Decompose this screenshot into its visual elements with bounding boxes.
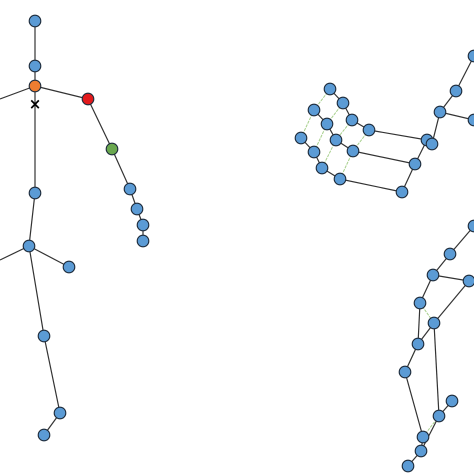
- hand-joint-d1: [408, 157, 422, 171]
- bone: [433, 280, 470, 324]
- joint-neck: [28, 59, 42, 73]
- joint-w3: [136, 218, 150, 232]
- leg-joint-f8: [401, 459, 415, 473]
- hand-joint-e4: [467, 113, 474, 127]
- hand-joint-a1: [323, 82, 337, 96]
- joint-lankle: [53, 406, 67, 420]
- hand-joint-a4: [362, 123, 376, 137]
- hand-joint-c1: [294, 131, 308, 145]
- hand-joint-d2: [395, 185, 409, 199]
- hand-joint-a2: [336, 96, 350, 110]
- leg-joint-f5: [398, 365, 412, 379]
- bone: [28, 245, 70, 268]
- leg-joint-f6: [416, 430, 430, 444]
- bone: [417, 302, 421, 345]
- bone: [339, 178, 403, 193]
- guide-lines: [300, 88, 440, 438]
- bone: [433, 322, 440, 417]
- bone: [43, 335, 61, 414]
- bone: [368, 129, 428, 141]
- hand-joint-b1: [307, 103, 321, 117]
- joint-rknee: [62, 260, 76, 274]
- joints: [22, 14, 474, 473]
- bone: [28, 245, 45, 337]
- hand-joint-e3: [467, 49, 474, 63]
- bone: [28, 192, 36, 247]
- hand-joint-a3: [345, 113, 359, 127]
- leg-joint-g1: [462, 274, 474, 288]
- center-cross-marker: ×: [29, 95, 42, 113]
- leg-joint-f2: [426, 268, 440, 282]
- leg-joint-f4: [411, 337, 425, 351]
- joint-w2: [130, 202, 144, 216]
- hand-joint-c2: [307, 145, 321, 159]
- hand-joint-b2: [320, 117, 334, 131]
- leg-joint-f3: [413, 296, 427, 310]
- leg-joint-g4: [445, 394, 459, 408]
- joint-w4: [136, 234, 150, 248]
- bone: [455, 55, 474, 92]
- bone: [87, 98, 113, 150]
- elbow-joint-marker: [105, 142, 119, 156]
- leg-joint-g3: [432, 409, 446, 423]
- hand-joint-c4: [333, 172, 347, 186]
- bone: [34, 85, 89, 100]
- leg-joint-f7: [414, 444, 428, 458]
- joint-lknee: [37, 329, 51, 343]
- joint-lfoot: [37, 428, 51, 442]
- hand-joint-b3: [329, 133, 343, 147]
- neck-joint-marker: [28, 79, 42, 93]
- bones: [0, 21, 474, 467]
- shoulder-joint-marker: [81, 92, 95, 106]
- joint-hip: [22, 239, 36, 253]
- bone: [111, 148, 131, 190]
- leg-joint-g2: [427, 316, 441, 330]
- hand-joint-b4: [346, 144, 360, 158]
- joint-head: [28, 14, 42, 28]
- bone: [352, 150, 416, 165]
- joint-w1: [123, 182, 137, 196]
- leg-joint-f1: [443, 247, 457, 261]
- leg-joint-g5: [467, 219, 474, 233]
- hand-joint-a6: [425, 137, 439, 151]
- hand-joint-e1: [433, 105, 447, 119]
- hand-joint-c3: [315, 161, 329, 175]
- bone: [404, 371, 424, 438]
- bone: [420, 415, 440, 452]
- hand-joint-e2: [449, 84, 463, 98]
- joint-pelvis: [28, 186, 42, 200]
